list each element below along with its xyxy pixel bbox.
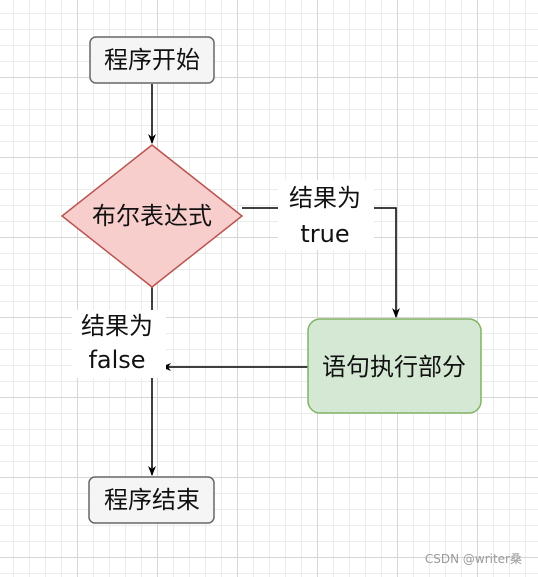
edge-label-false-line1: 结果为 xyxy=(81,312,153,340)
edge-label-true-bg xyxy=(278,180,374,250)
watermark: CSDN @writer桑 xyxy=(424,552,522,566)
edge-label-false: 结果为 false xyxy=(72,310,166,378)
action-node[interactable]: 语句执行部分 xyxy=(307,318,482,414)
action-node-label: 语句执行部分 xyxy=(322,353,466,381)
condition-node-shape xyxy=(60,144,244,288)
start-node[interactable]: 程序开始 xyxy=(89,36,215,84)
end-node[interactable]: 程序结束 xyxy=(88,476,215,524)
end-node-shape xyxy=(88,476,215,524)
start-node-shape xyxy=(89,36,215,84)
edge-label-true-line2: true xyxy=(300,220,349,248)
edges xyxy=(148,84,400,476)
edge-label-false-bg xyxy=(72,310,166,378)
condition-node[interactable]: 布尔表达式 xyxy=(60,144,244,288)
edge-label-true-line1: 结果为 xyxy=(289,184,361,212)
start-node-label: 程序开始 xyxy=(104,46,200,74)
edge-label-true: 结果为 true xyxy=(278,180,374,250)
condition-node-label: 布尔表达式 xyxy=(92,202,212,230)
edge-label-false-line2: false xyxy=(88,346,145,374)
action-node-shape xyxy=(307,318,482,414)
end-node-label: 程序结束 xyxy=(104,486,200,514)
